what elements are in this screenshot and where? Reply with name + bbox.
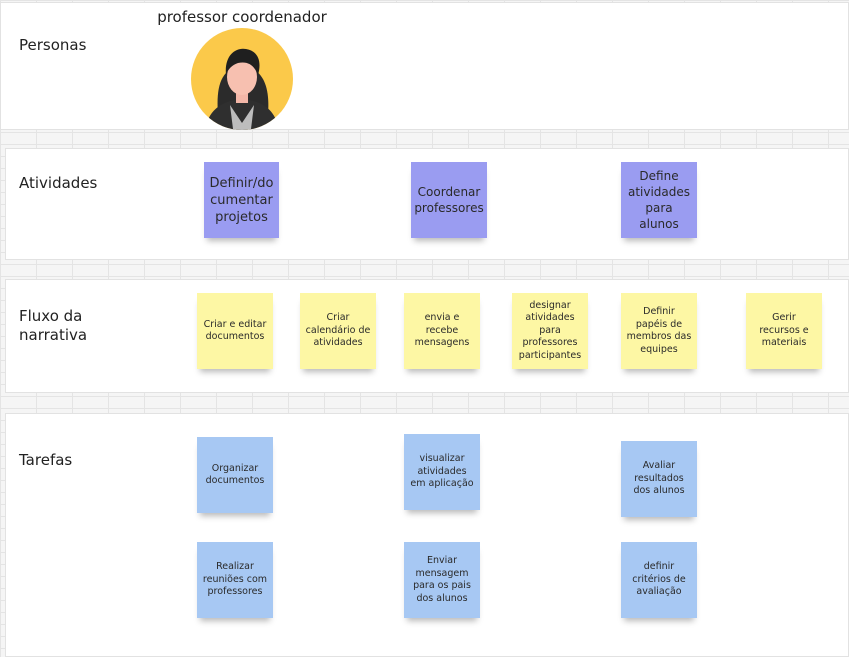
activity-note[interactable]: Definir/do cumentar projetos — [204, 162, 279, 238]
task-note[interactable]: Realizar reuniões com professores — [197, 542, 273, 618]
task-note[interactable]: visualizar atividades em aplicação — [404, 434, 480, 510]
narrative-note[interactable]: Criar calendário de atividades — [300, 293, 376, 369]
lane-title-personas: Personas — [19, 36, 87, 54]
narrative-note[interactable]: Gerir recursos e materiais — [746, 293, 822, 369]
narrative-note[interactable]: Definir papéis de membros das equipes — [621, 293, 697, 369]
lane-personas — [0, 2, 849, 130]
persona-name: professor coordenador — [157, 8, 327, 26]
narrative-note[interactable]: designar atividades para professores par… — [512, 293, 588, 369]
activity-note[interactable]: Define atividades para alunos — [621, 162, 697, 238]
activity-note[interactable]: Coordenar professores — [411, 162, 487, 238]
narrative-note[interactable]: envia e recebe mensagens — [404, 293, 480, 369]
task-note[interactable]: Avaliar resultados dos alunos — [621, 441, 697, 517]
task-note[interactable]: Enviar mensagem para os pais dos alunos — [404, 542, 480, 618]
person-avatar-icon[interactable] — [190, 27, 294, 131]
task-note[interactable]: Organizar documentos — [197, 437, 273, 513]
lane-title-tarefas: Tarefas — [19, 451, 73, 469]
lane-title-atividades: Atividades — [19, 174, 98, 192]
narrative-note[interactable]: Criar e editar documentos — [197, 293, 273, 369]
lane-title-fluxo: Fluxo da narrativa — [19, 307, 88, 344]
task-note[interactable]: definir critérios de avaliação — [621, 542, 697, 618]
